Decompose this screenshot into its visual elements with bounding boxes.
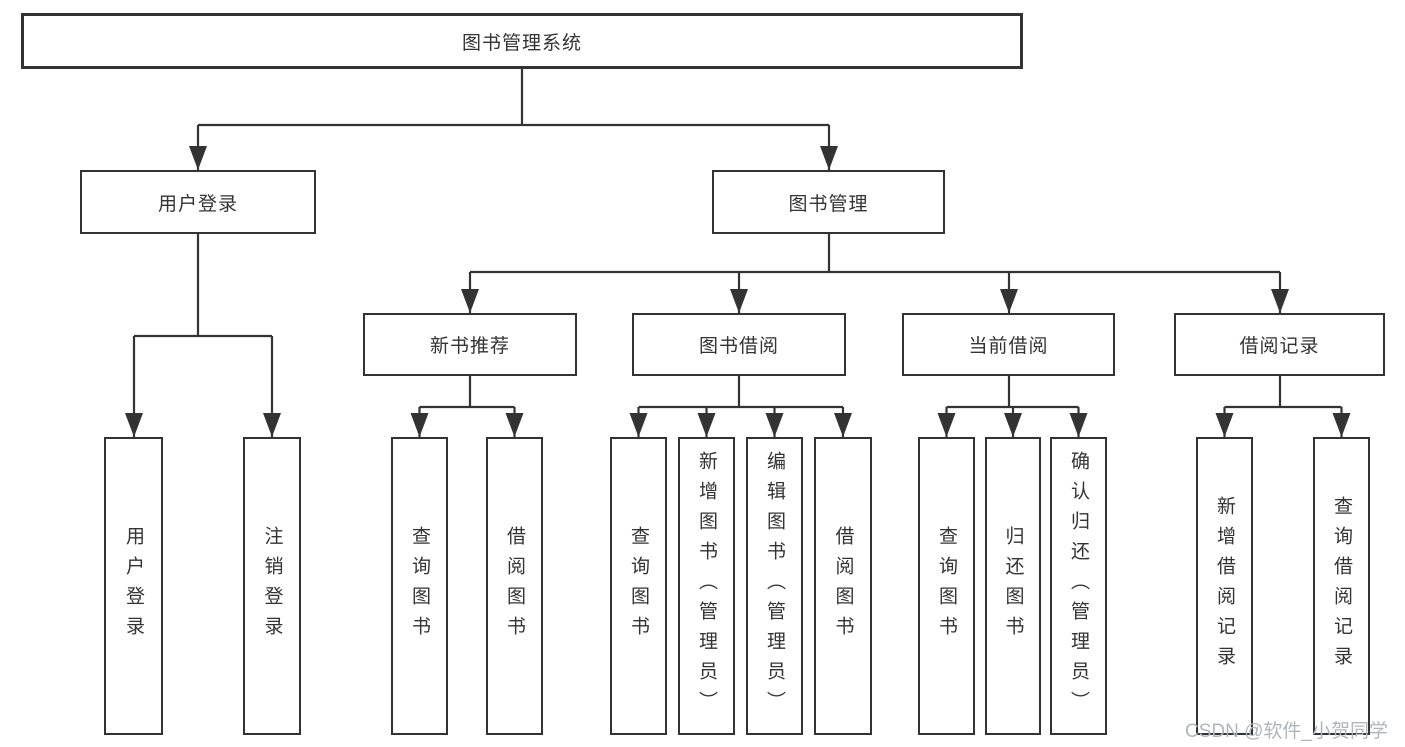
node-leaf-query-books-borrowing: 查询图书 bbox=[610, 437, 667, 735]
node-leaf-query-borrow-record: 查询借阅记录 bbox=[1313, 437, 1370, 735]
node-leaf-logout: 注销登录 bbox=[243, 437, 301, 735]
node-borrowing-records: 借阅记录 bbox=[1174, 313, 1385, 376]
node-leaf-user-login: 用户登录 bbox=[104, 437, 163, 735]
node-leaf-confirm-return-admin: 确认归还（管理员） bbox=[1050, 437, 1107, 735]
node-leaf-query-books-recommend: 查询图书 bbox=[391, 437, 448, 735]
node-current-borrowing: 当前借阅 bbox=[902, 313, 1115, 376]
node-book-borrowing: 图书借阅 bbox=[632, 313, 846, 376]
node-leaf-query-books-current: 查询图书 bbox=[918, 437, 975, 735]
node-root: 图书管理系统 bbox=[21, 13, 1023, 69]
node-leaf-borrow-books-recommend: 借阅图书 bbox=[486, 437, 543, 735]
node-new-book-recommendation: 新书推荐 bbox=[363, 313, 577, 376]
node-leaf-add-borrow-record: 新增借阅记录 bbox=[1196, 437, 1253, 735]
node-leaf-edit-book-admin: 编辑图书（管理员） bbox=[746, 437, 803, 735]
node-book-management: 图书管理 bbox=[712, 170, 945, 234]
csdn-watermark: CSDN @软件_小贺同学 bbox=[1185, 721, 1388, 742]
node-leaf-borrow-books-borrowing: 借阅图书 bbox=[814, 437, 872, 735]
node-user-login: 用户登录 bbox=[80, 170, 316, 234]
node-leaf-return-books: 归还图书 bbox=[985, 437, 1041, 735]
node-leaf-add-book-admin: 新增图书（管理员） bbox=[678, 437, 735, 735]
